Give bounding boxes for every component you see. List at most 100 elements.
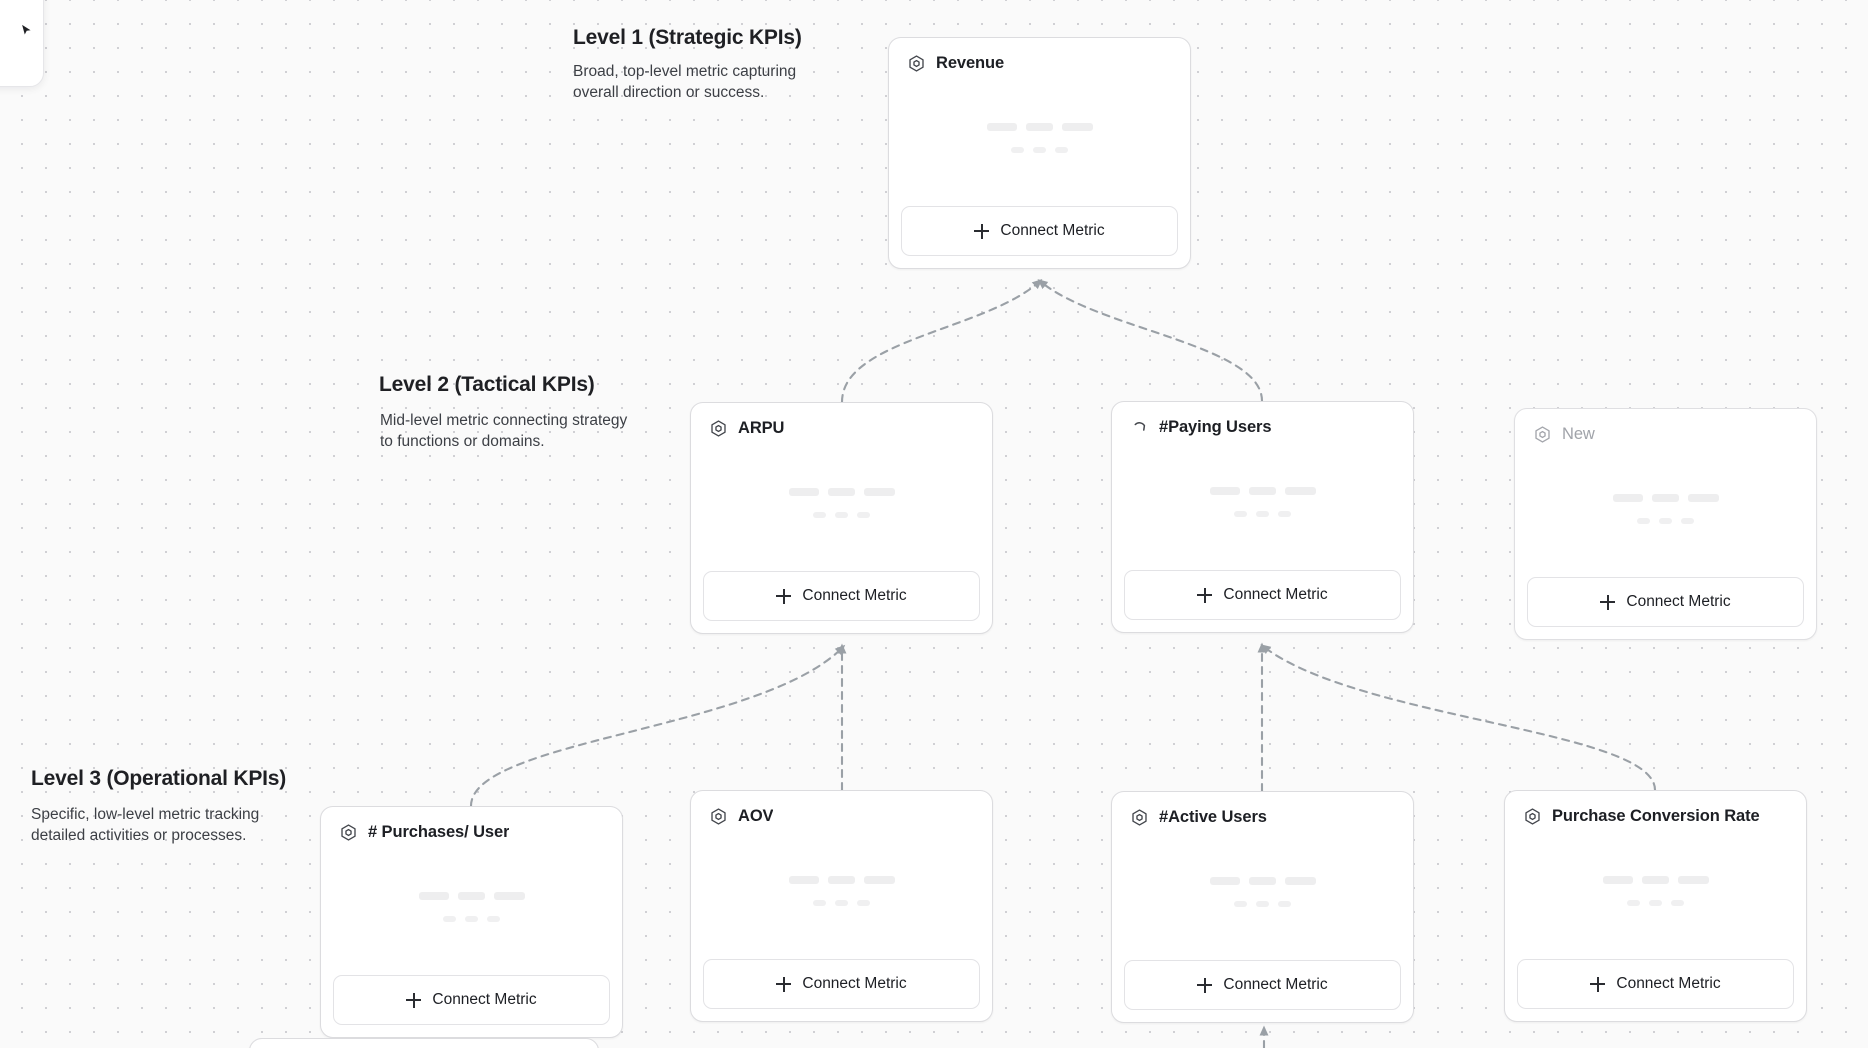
- level-2-title: Level 2 (Tactical KPIs): [379, 373, 595, 396]
- metric-card-partial-offscreen[interactable]: [249, 1038, 599, 1048]
- connect-metric-label: Connect Metric: [1626, 593, 1731, 610]
- skeleton-bar: [1209, 876, 1240, 885]
- connect-metric-button[interactable]: Connect Metric: [703, 959, 980, 1009]
- card-header: ARPU: [691, 403, 992, 438]
- connect-metric-label: Connect Metric: [1616, 975, 1721, 992]
- skeleton-bar: [1033, 146, 1046, 153]
- level-2-annotation: Level 2 (Tactical KPIs) Mid-level metric…: [379, 373, 630, 452]
- connect-metric-button[interactable]: Connect Metric: [703, 571, 980, 621]
- plus-icon: [776, 976, 792, 992]
- loading-spinner-icon: [1134, 422, 1146, 431]
- card-header: AOV: [691, 791, 992, 826]
- card-skeleton-body: [691, 826, 992, 959]
- skeleton-bar: [813, 511, 826, 518]
- floating-toolbar-panel[interactable]: [0, 0, 44, 87]
- skeleton-bar: [1641, 875, 1669, 884]
- skeleton-row-secondary: [1627, 899, 1684, 906]
- skeleton-bar: [457, 891, 485, 900]
- hexagon-metric-icon: [909, 55, 924, 72]
- hexagon-metric-icon: [341, 824, 356, 841]
- skeleton-bar: [1671, 899, 1684, 906]
- skeleton-bar: [788, 487, 819, 496]
- skeleton-bar: [1011, 146, 1024, 153]
- skeleton-row-secondary: [443, 915, 500, 922]
- metric-card-purchases-per-user[interactable]: # Purchases/ User Connect Metric: [320, 806, 623, 1038]
- skeleton-bar: [1256, 510, 1269, 517]
- connect-metric-label: Connect Metric: [802, 587, 907, 604]
- plus-icon: [1197, 587, 1213, 603]
- connect-metric-label: Connect Metric: [432, 991, 537, 1008]
- metric-card-arpu[interactable]: ARPU Connect Metric: [690, 402, 993, 634]
- skeleton-bar: [493, 891, 525, 900]
- card-title: # Purchases/ User: [368, 823, 510, 841]
- skeleton-bar: [835, 899, 848, 906]
- skeleton-bar: [827, 875, 855, 884]
- connect-metric-button[interactable]: Connect Metric: [1517, 959, 1794, 1009]
- edge-paying-users-to-revenue: [1037, 279, 1264, 403]
- hexagon-metric-icon: [711, 420, 726, 437]
- skeleton-bar: [418, 891, 449, 900]
- skeleton-bar: [1278, 510, 1291, 517]
- hexagon-metric-icon: [1535, 426, 1550, 443]
- skeleton-bar: [857, 511, 870, 518]
- skeleton-row-primary: [1209, 486, 1316, 495]
- connect-metric-button[interactable]: Connect Metric: [333, 975, 610, 1025]
- card-skeleton-body: [889, 73, 1190, 206]
- card-skeleton-body: [1112, 437, 1413, 570]
- card-header: Purchase Conversion Rate: [1505, 791, 1806, 826]
- card-title: #Paying Users: [1159, 418, 1272, 436]
- skeleton-bar: [1651, 493, 1679, 502]
- skeleton-row-primary: [788, 487, 895, 496]
- metric-card-paying-users[interactable]: #Paying Users Connect Metric: [1111, 401, 1414, 633]
- card-skeleton-body: [691, 438, 992, 571]
- metric-card-revenue[interactable]: Revenue Connect Metric: [888, 37, 1191, 269]
- level-1-description: Broad, top-level metric capturing overal…: [573, 63, 797, 102]
- skeleton-row-primary: [986, 122, 1093, 131]
- metric-card-active-users[interactable]: #Active Users Connect Metric: [1111, 791, 1414, 1023]
- skeleton-row-secondary: [1234, 510, 1291, 517]
- edge-purchases-to-arpu: [469, 644, 846, 808]
- skeleton-bar: [1248, 876, 1276, 885]
- connect-metric-label: Connect Metric: [1000, 222, 1105, 239]
- skeleton-bar: [1234, 900, 1247, 907]
- skeleton-bar: [1659, 517, 1672, 524]
- skeleton-bar: [1234, 510, 1247, 517]
- connect-metric-button[interactable]: Connect Metric: [1527, 577, 1804, 627]
- skeleton-bar: [1687, 493, 1719, 502]
- skeleton-bar: [1284, 486, 1316, 495]
- metric-card-new[interactable]: New Connect Metric: [1514, 408, 1817, 640]
- card-header: Revenue: [889, 38, 1190, 73]
- skeleton-bar: [1649, 899, 1662, 906]
- skeleton-bar: [1256, 900, 1269, 907]
- skeleton-bar: [443, 915, 456, 922]
- plus-icon: [406, 992, 422, 1008]
- card-title: AOV: [738, 807, 774, 825]
- card-title: #Active Users: [1159, 808, 1267, 826]
- card-skeleton-body: [1112, 827, 1413, 960]
- connect-metric-button[interactable]: Connect Metric: [1124, 960, 1401, 1010]
- card-header: #Active Users: [1112, 792, 1413, 827]
- edge-pcr-to-paying-users: [1260, 644, 1657, 792]
- skeleton-bar: [835, 511, 848, 518]
- card-title: Purchase Conversion Rate: [1552, 807, 1760, 825]
- level-1-annotation: Level 1 (Strategic KPIs) Broad, top-leve…: [573, 26, 823, 103]
- skeleton-row-secondary: [813, 511, 870, 518]
- skeleton-bar: [1602, 875, 1633, 884]
- connect-metric-button[interactable]: Connect Metric: [1124, 570, 1401, 620]
- skeleton-row-primary: [1612, 493, 1719, 502]
- metric-card-purchase-conversion-rate[interactable]: Purchase Conversion Rate Connect Metric: [1504, 790, 1807, 1022]
- skeleton-bar: [788, 875, 819, 884]
- level-3-description: Specific, low-level metric tracking deta…: [31, 806, 260, 845]
- skeleton-bar: [1278, 900, 1291, 907]
- skeleton-bar: [465, 915, 478, 922]
- skeleton-bar: [1055, 146, 1068, 153]
- hexagon-metric-icon: [1132, 809, 1147, 826]
- connect-metric-button[interactable]: Connect Metric: [901, 206, 1178, 256]
- card-skeleton-body: [1515, 444, 1816, 577]
- skeleton-row-secondary: [813, 899, 870, 906]
- skeleton-row-secondary: [1637, 517, 1694, 524]
- skeleton-row-primary: [788, 875, 895, 884]
- card-title: Revenue: [936, 54, 1005, 72]
- metric-card-aov[interactable]: AOV Connect Metric: [690, 790, 993, 1022]
